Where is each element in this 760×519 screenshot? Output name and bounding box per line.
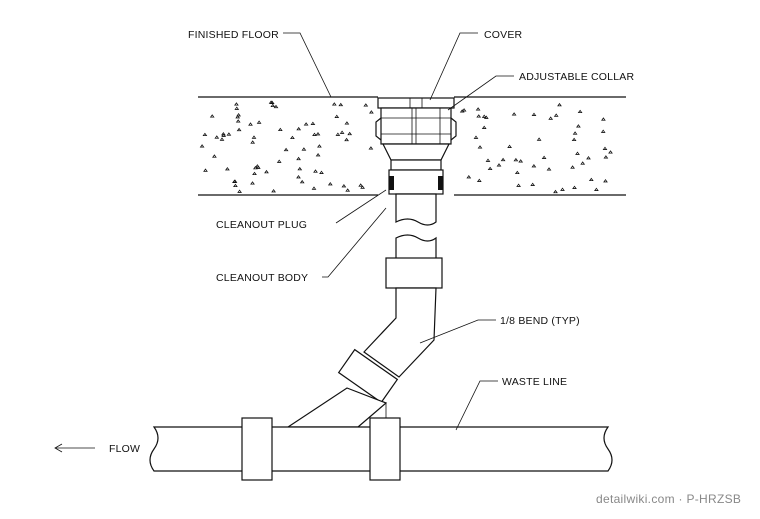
- flow-arrow: [54, 443, 95, 453]
- waste-line: [149, 403, 613, 481]
- label-bend: 1/8 BEND (TYP): [500, 315, 580, 327]
- label-adjustable-collar: ADJUSTABLE COLLAR: [519, 71, 634, 83]
- label-cleanout-body: CLEANOUT BODY: [216, 272, 308, 284]
- label-waste-line: WASTE LINE: [502, 376, 567, 388]
- cleanout-plug: [390, 159, 442, 171]
- label-finished-floor: FINISHED FLOOR: [188, 29, 279, 41]
- bend-coupling: [337, 348, 399, 404]
- label-cover: COVER: [484, 29, 523, 41]
- leader-lines: [283, 32, 514, 431]
- label-flow: FLOW: [109, 443, 140, 455]
- riser-coupling: [385, 257, 443, 289]
- cover: [377, 97, 455, 109]
- waste-coupling-right: [369, 417, 401, 481]
- label-cleanout-plug: CLEANOUT PLUG: [216, 219, 307, 231]
- riser-and-bend: [286, 234, 443, 428]
- cleanout-assembly: [375, 96, 457, 226]
- watermark: detailwiki.com · P-HRZSB: [596, 492, 741, 506]
- waste-coupling-left: [241, 417, 273, 481]
